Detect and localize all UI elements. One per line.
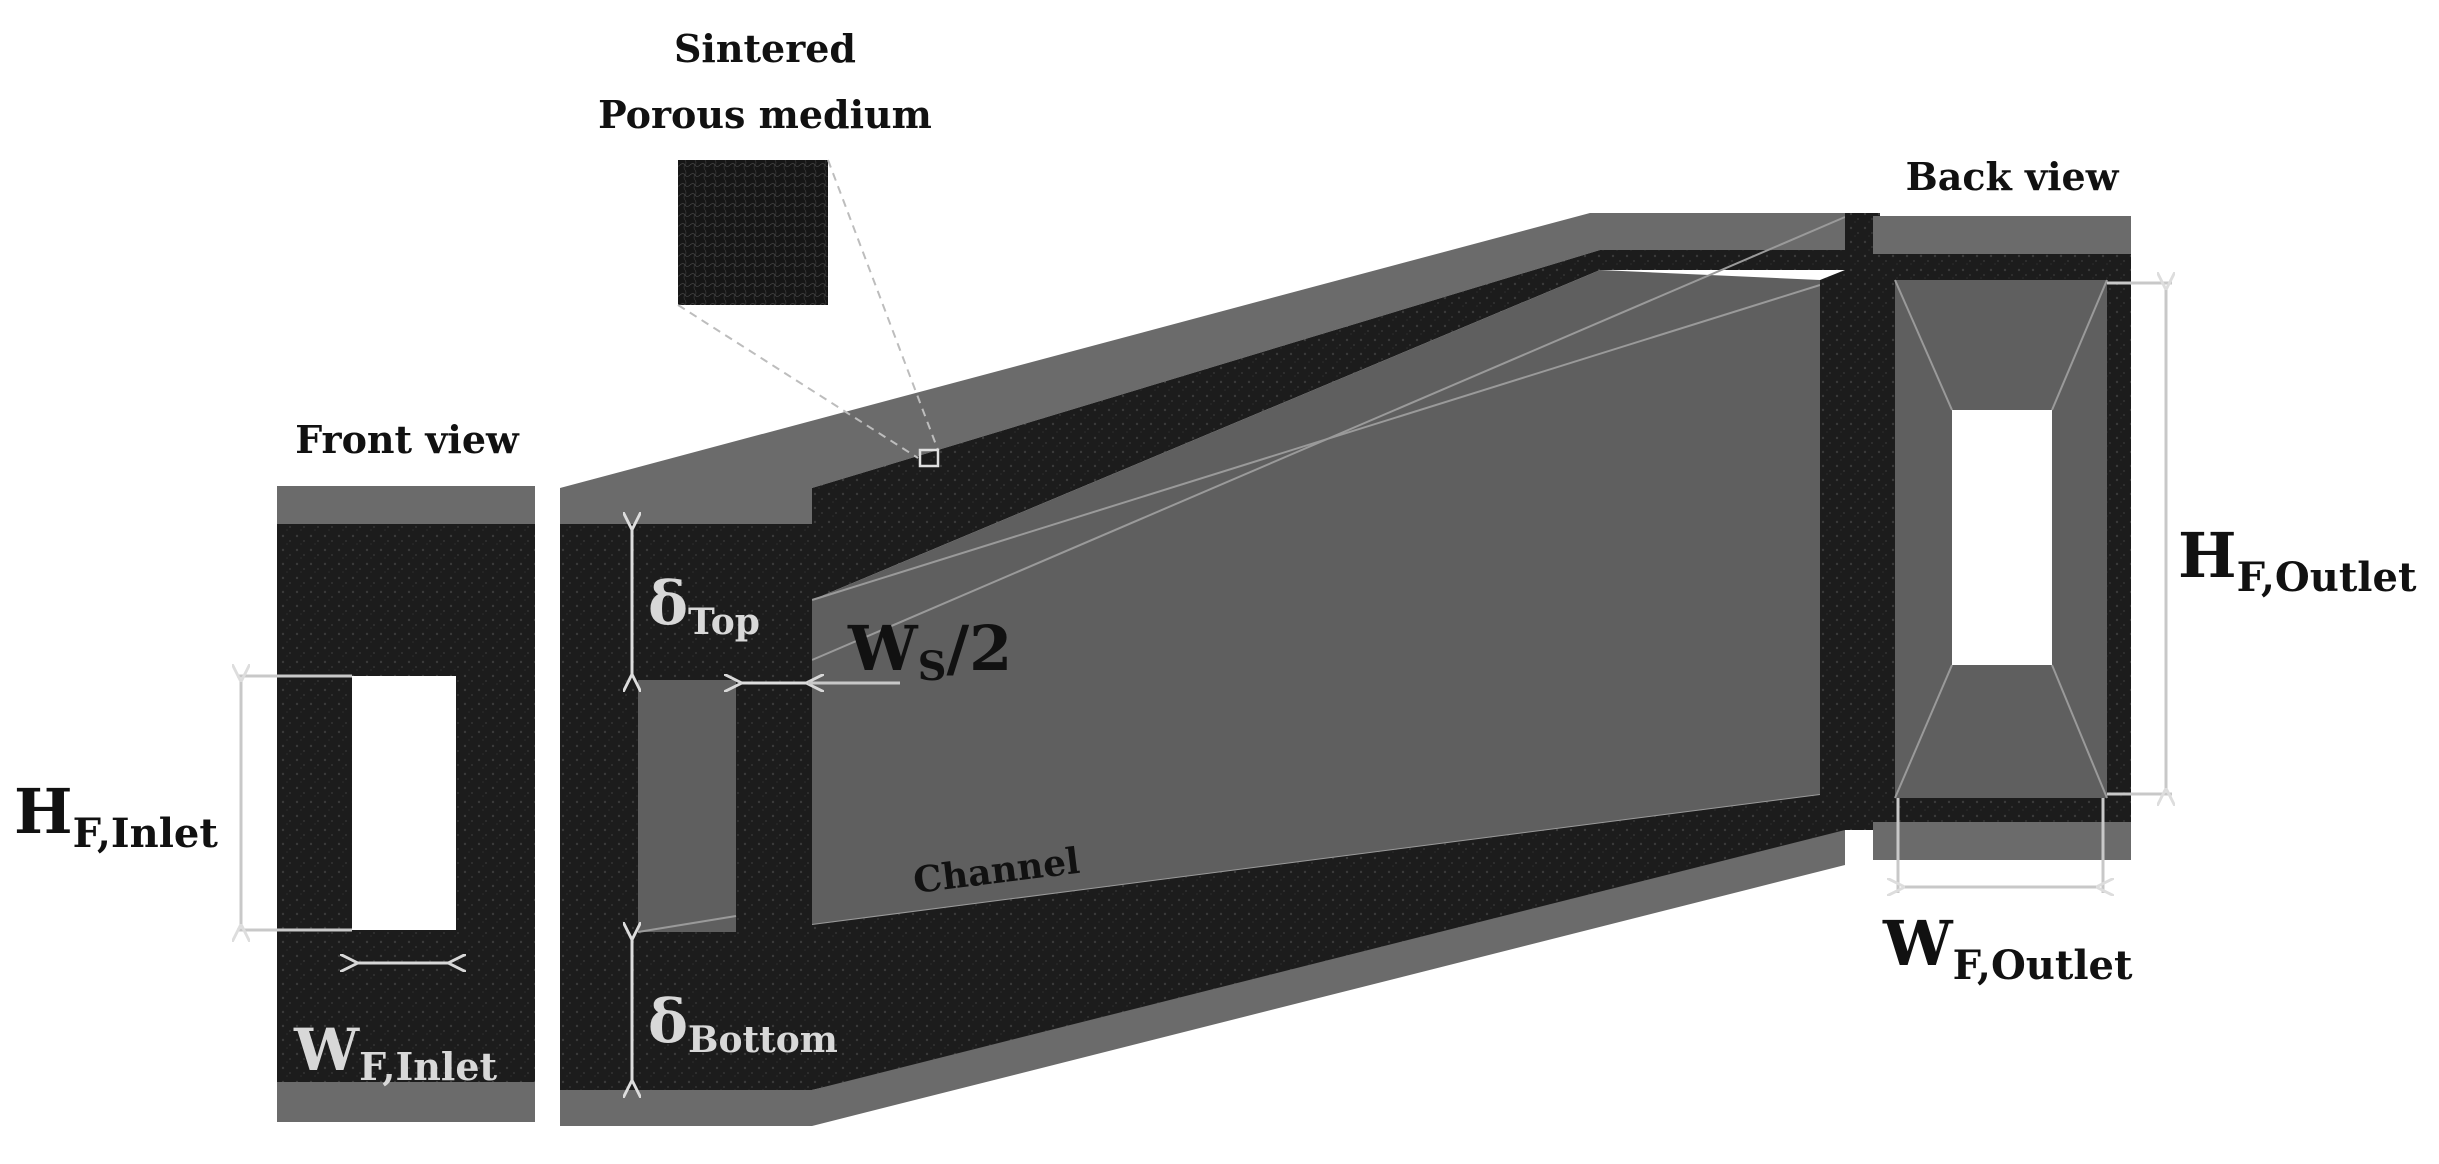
porous-back-edge	[1845, 213, 1880, 830]
h-inlet-dimension: HF,Inlet	[14, 676, 352, 930]
back-bottom-plate	[1873, 822, 2131, 860]
delta-top-label: δTop	[648, 569, 760, 643]
bottom-plate-front-edge	[560, 1090, 812, 1126]
w-inlet-label: WF,Inlet	[293, 1016, 498, 1089]
back-channel-opening	[1952, 410, 2052, 665]
back-view: Back view HF,Outlet WF,Outlet	[1873, 154, 2417, 989]
front-view-label: Front view	[295, 417, 520, 462]
w-outlet-dimension: WF,Outlet	[1882, 798, 2133, 989]
inset-leader-left	[677, 304, 919, 459]
front-channel-opening	[352, 676, 456, 930]
inset-microstructure	[678, 160, 828, 305]
edge-line-inner	[811, 284, 1821, 601]
ws-half-dimension: WS/2	[740, 612, 1012, 690]
channel-inner-face	[812, 270, 1820, 925]
h-inlet-label: HF,Inlet	[14, 775, 218, 857]
inset-title-line2: Porous medium	[598, 92, 932, 137]
h-outlet-label: HF,Outlet	[2178, 519, 2417, 601]
ws-half-label: WS/2	[847, 612, 1012, 690]
bottom-plate-3d	[812, 830, 1845, 1126]
delta-bottom-dimension: δBottom	[632, 938, 838, 1082]
front-bottom-plate	[277, 1082, 535, 1122]
funnel-edge-tl	[1894, 279, 1953, 411]
inset-leader-right	[827, 159, 939, 451]
inset-title-line1: Sintered	[674, 26, 856, 71]
funnel-edge-br	[2051, 664, 2108, 799]
delta-bottom-label: δBottom	[648, 987, 838, 1061]
front-face-channel-edge	[637, 915, 737, 933]
main-3d-body: δTop WS/2 δBottom Channel	[560, 213, 1880, 1126]
front-top-plate	[277, 486, 535, 524]
w-inlet-dimension: WF,Inlet	[293, 963, 498, 1089]
funnel-edge-bl	[1894, 664, 1953, 799]
delta-top-dimension: δTop	[632, 528, 760, 676]
funnel-edge-tr	[2051, 279, 2108, 411]
top-plate-3d	[560, 213, 1845, 488]
porous-right-frame	[1820, 270, 1845, 830]
porous-bottom-surface	[812, 795, 1845, 1090]
back-view-label: Back view	[1906, 154, 2120, 199]
h-outlet-dimension: HF,Outlet	[2107, 283, 2417, 794]
front-face-channel	[638, 680, 736, 932]
inset-sample-marker	[918, 448, 940, 468]
porous-medium-inset: Sintered Porous medium	[598, 26, 940, 468]
back-top-plate	[1873, 216, 2131, 254]
front-view: Front view HF,Inlet WF,Inlet	[14, 417, 535, 1122]
w-outlet-label: WF,Outlet	[1882, 907, 2133, 989]
top-plate-front-edge	[560, 488, 812, 524]
